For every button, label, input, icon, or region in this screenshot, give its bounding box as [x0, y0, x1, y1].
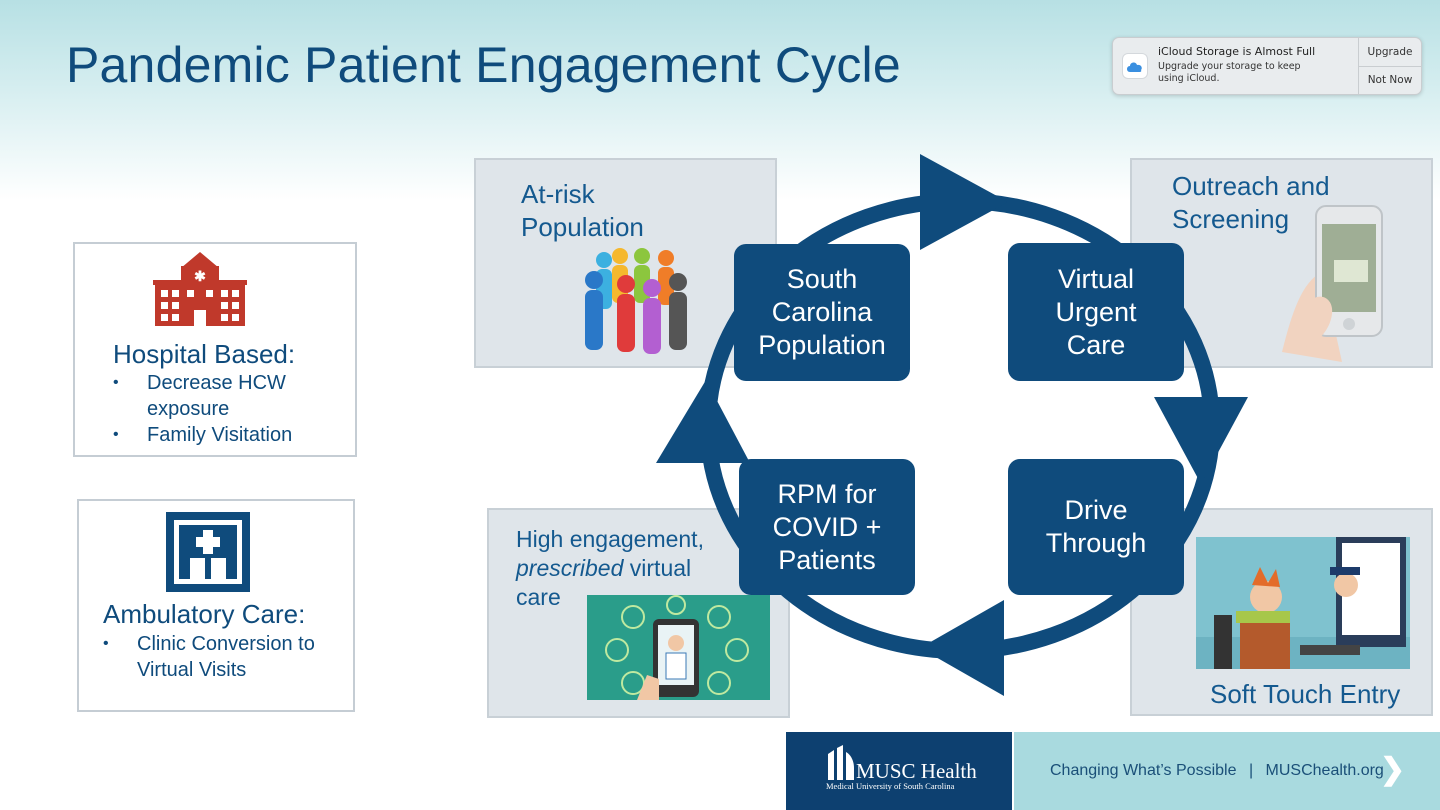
ambulatory-bullets: •Clinic Conversion to Virtual Visits [103, 633, 315, 681]
node-line: Drive [1064, 495, 1128, 525]
tagline-text: Changing What’s Possible [1050, 762, 1237, 779]
node-line: Through [1045, 528, 1147, 558]
heading-line: Population [521, 212, 644, 242]
people-group-icon [580, 246, 696, 367]
clinic-icon [166, 512, 250, 597]
footer-tagline-panel [1014, 732, 1440, 810]
notification-line-2: using iCloud. [1158, 73, 1220, 84]
notification-message: Upgrade your storage to keep using iClou… [1158, 61, 1358, 85]
telehealth-tablet-illustration [587, 595, 770, 700]
node-line: Patients [778, 544, 876, 575]
bullet-text: Family Visitation [147, 424, 293, 446]
node-line: Population [758, 330, 886, 360]
notification-line-1: Upgrade your storage to keep [1158, 61, 1301, 72]
high-engagement-heading: High engagement, prescribed virtual care [516, 525, 704, 612]
node-line: Carolina [771, 297, 873, 327]
musc-logo-icon [826, 744, 856, 785]
musc-brand-subtitle: Medical University of South Carolina [826, 781, 955, 791]
node-line: Care [1066, 329, 1126, 360]
phone-in-hand-icon [1272, 202, 1402, 367]
heading-text: virtual [623, 555, 692, 581]
node-line: South [786, 264, 858, 294]
rpm-covid-patients-node: RPM for COVID + Patients [739, 459, 915, 595]
tagline-separator: | [1248, 762, 1254, 779]
heading-line: Outreach and [1172, 171, 1330, 201]
bullet-text: exposure [147, 398, 230, 420]
hospital-heading: Hospital Based: [113, 339, 296, 369]
musc-health-brand: MUSC Health [856, 759, 977, 783]
bullet-text: Virtual Visits [137, 659, 247, 681]
hospital-bullets: •Decrease HCW exposure •Family Visitatio… [113, 372, 293, 446]
soft-touch-label: Soft Touch Entry [1210, 679, 1401, 709]
outreach-heading: Outreach and Screening [1172, 170, 1330, 236]
notification-body[interactable]: iCloud Storage is Almost Full Upgrade yo… [1113, 38, 1358, 94]
heading-line: prescribed virtual [516, 554, 704, 583]
at-risk-heading: At-risk Population [521, 178, 644, 244]
ambulatory-heading: Ambulatory Care: [103, 599, 306, 629]
chevron-right-icon[interactable]: ❯ [1380, 753, 1406, 786]
cycle-arrow-left [656, 380, 750, 463]
hospital-icon: ✱ [153, 250, 247, 333]
node-line: RPM for [777, 478, 877, 509]
footer-brand-panel [786, 732, 1012, 810]
node-line: Urgent [1055, 296, 1137, 327]
soft-touch-illustration [1196, 537, 1410, 669]
soft-touch-entry-box: Soft Touch Entry [1130, 508, 1433, 716]
icloud-notification[interactable]: iCloud Storage is Almost Full Upgrade yo… [1112, 37, 1422, 95]
cycle-arrow-top [920, 154, 1008, 250]
hospital-based-box: ✱ Hospital Based: •Decrease HCW exposure… [73, 242, 357, 457]
ambulatory-care-box: Ambulatory Care: •Clinic Conversion to V… [77, 499, 355, 712]
bullet-text: Decrease HCW [147, 372, 286, 394]
cycle-arrow-bottom [920, 600, 1004, 696]
heading-line: care [516, 584, 561, 610]
icloud-icon [1122, 53, 1148, 79]
node-line: Virtual [1057, 263, 1135, 294]
bullet-text: Clinic Conversion to [137, 633, 315, 655]
heading-line: Screening [1172, 204, 1290, 234]
italic-text: prescribed [516, 555, 624, 581]
heading-line: At-risk [521, 179, 595, 209]
svg-text:✱: ✱ [194, 268, 206, 284]
footer-tagline: Changing What’s Possible | MUSChealth.or… [1050, 762, 1384, 780]
cycle-ring [640, 150, 1260, 710]
not-now-button[interactable]: Not Now [1359, 65, 1421, 95]
at-risk-population-box: At-risk Population [474, 158, 777, 368]
south-carolina-population-node: South Carolina Population [734, 244, 910, 381]
slide-title: Pandemic Patient Engagement Cycle [66, 37, 901, 93]
notification-title: iCloud Storage is Almost Full [1158, 45, 1316, 58]
virtual-urgent-care-node: Virtual Urgent Care [1008, 243, 1184, 381]
drive-through-node: Drive Through [1008, 459, 1184, 595]
node-line: COVID + [772, 511, 882, 542]
upgrade-button[interactable]: Upgrade [1367, 45, 1413, 58]
cycle-arrow-right [1154, 397, 1248, 484]
heading-line: High engagement, [516, 526, 704, 552]
footer-url-link[interactable]: MUSChealth.org [1265, 762, 1384, 779]
